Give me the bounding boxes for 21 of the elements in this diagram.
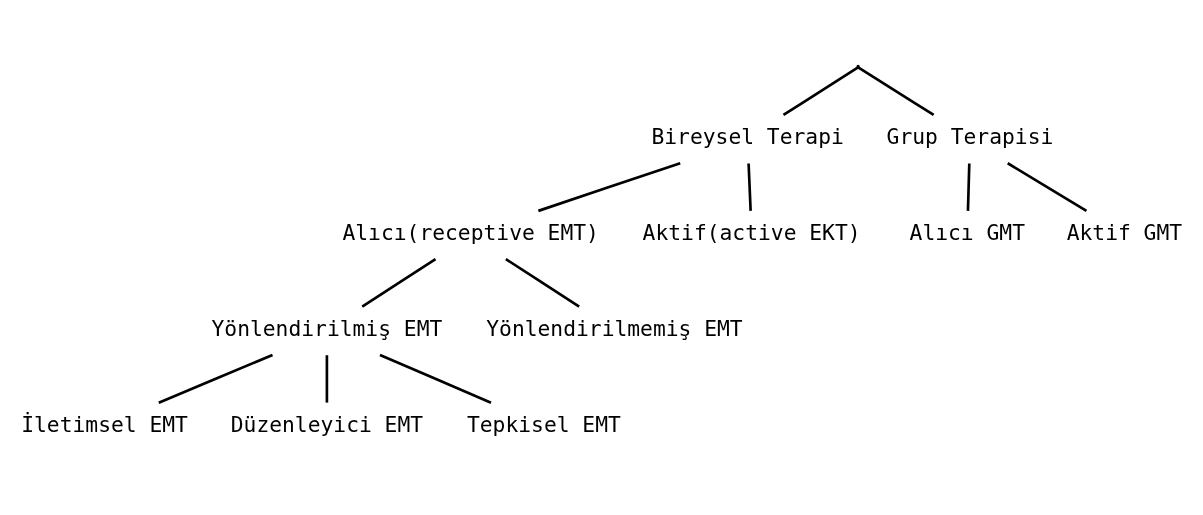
connector — [966, 162, 971, 211]
connector — [158, 353, 274, 404]
node-text: Bireysel Terapi — [651, 123, 844, 149]
connector — [1007, 161, 1088, 212]
node-text: İletimsel EMT — [21, 411, 188, 437]
node-text: Yönlendirilmiş EMT — [211, 315, 443, 341]
connector — [505, 257, 580, 308]
node-text: Alıcı GMT — [909, 219, 1025, 245]
node-text: Yönlendirilmemiş EMT — [486, 315, 743, 341]
node-point — [856, 64, 860, 68]
connector — [747, 162, 752, 211]
node-text: Grup Terapisi — [886, 123, 1054, 149]
node-text: Aktif(active EKT) — [642, 219, 861, 245]
node-text: Aktif GMT — [1066, 219, 1183, 245]
connector — [379, 353, 492, 404]
connector — [325, 354, 329, 403]
node-text: Tepkisel EMT — [466, 411, 621, 437]
node-text: Düzenleyici EMT — [230, 411, 424, 437]
node-text: Alıcı(receptive EMT) — [342, 219, 599, 245]
connector — [537, 161, 681, 212]
connector — [361, 257, 437, 308]
